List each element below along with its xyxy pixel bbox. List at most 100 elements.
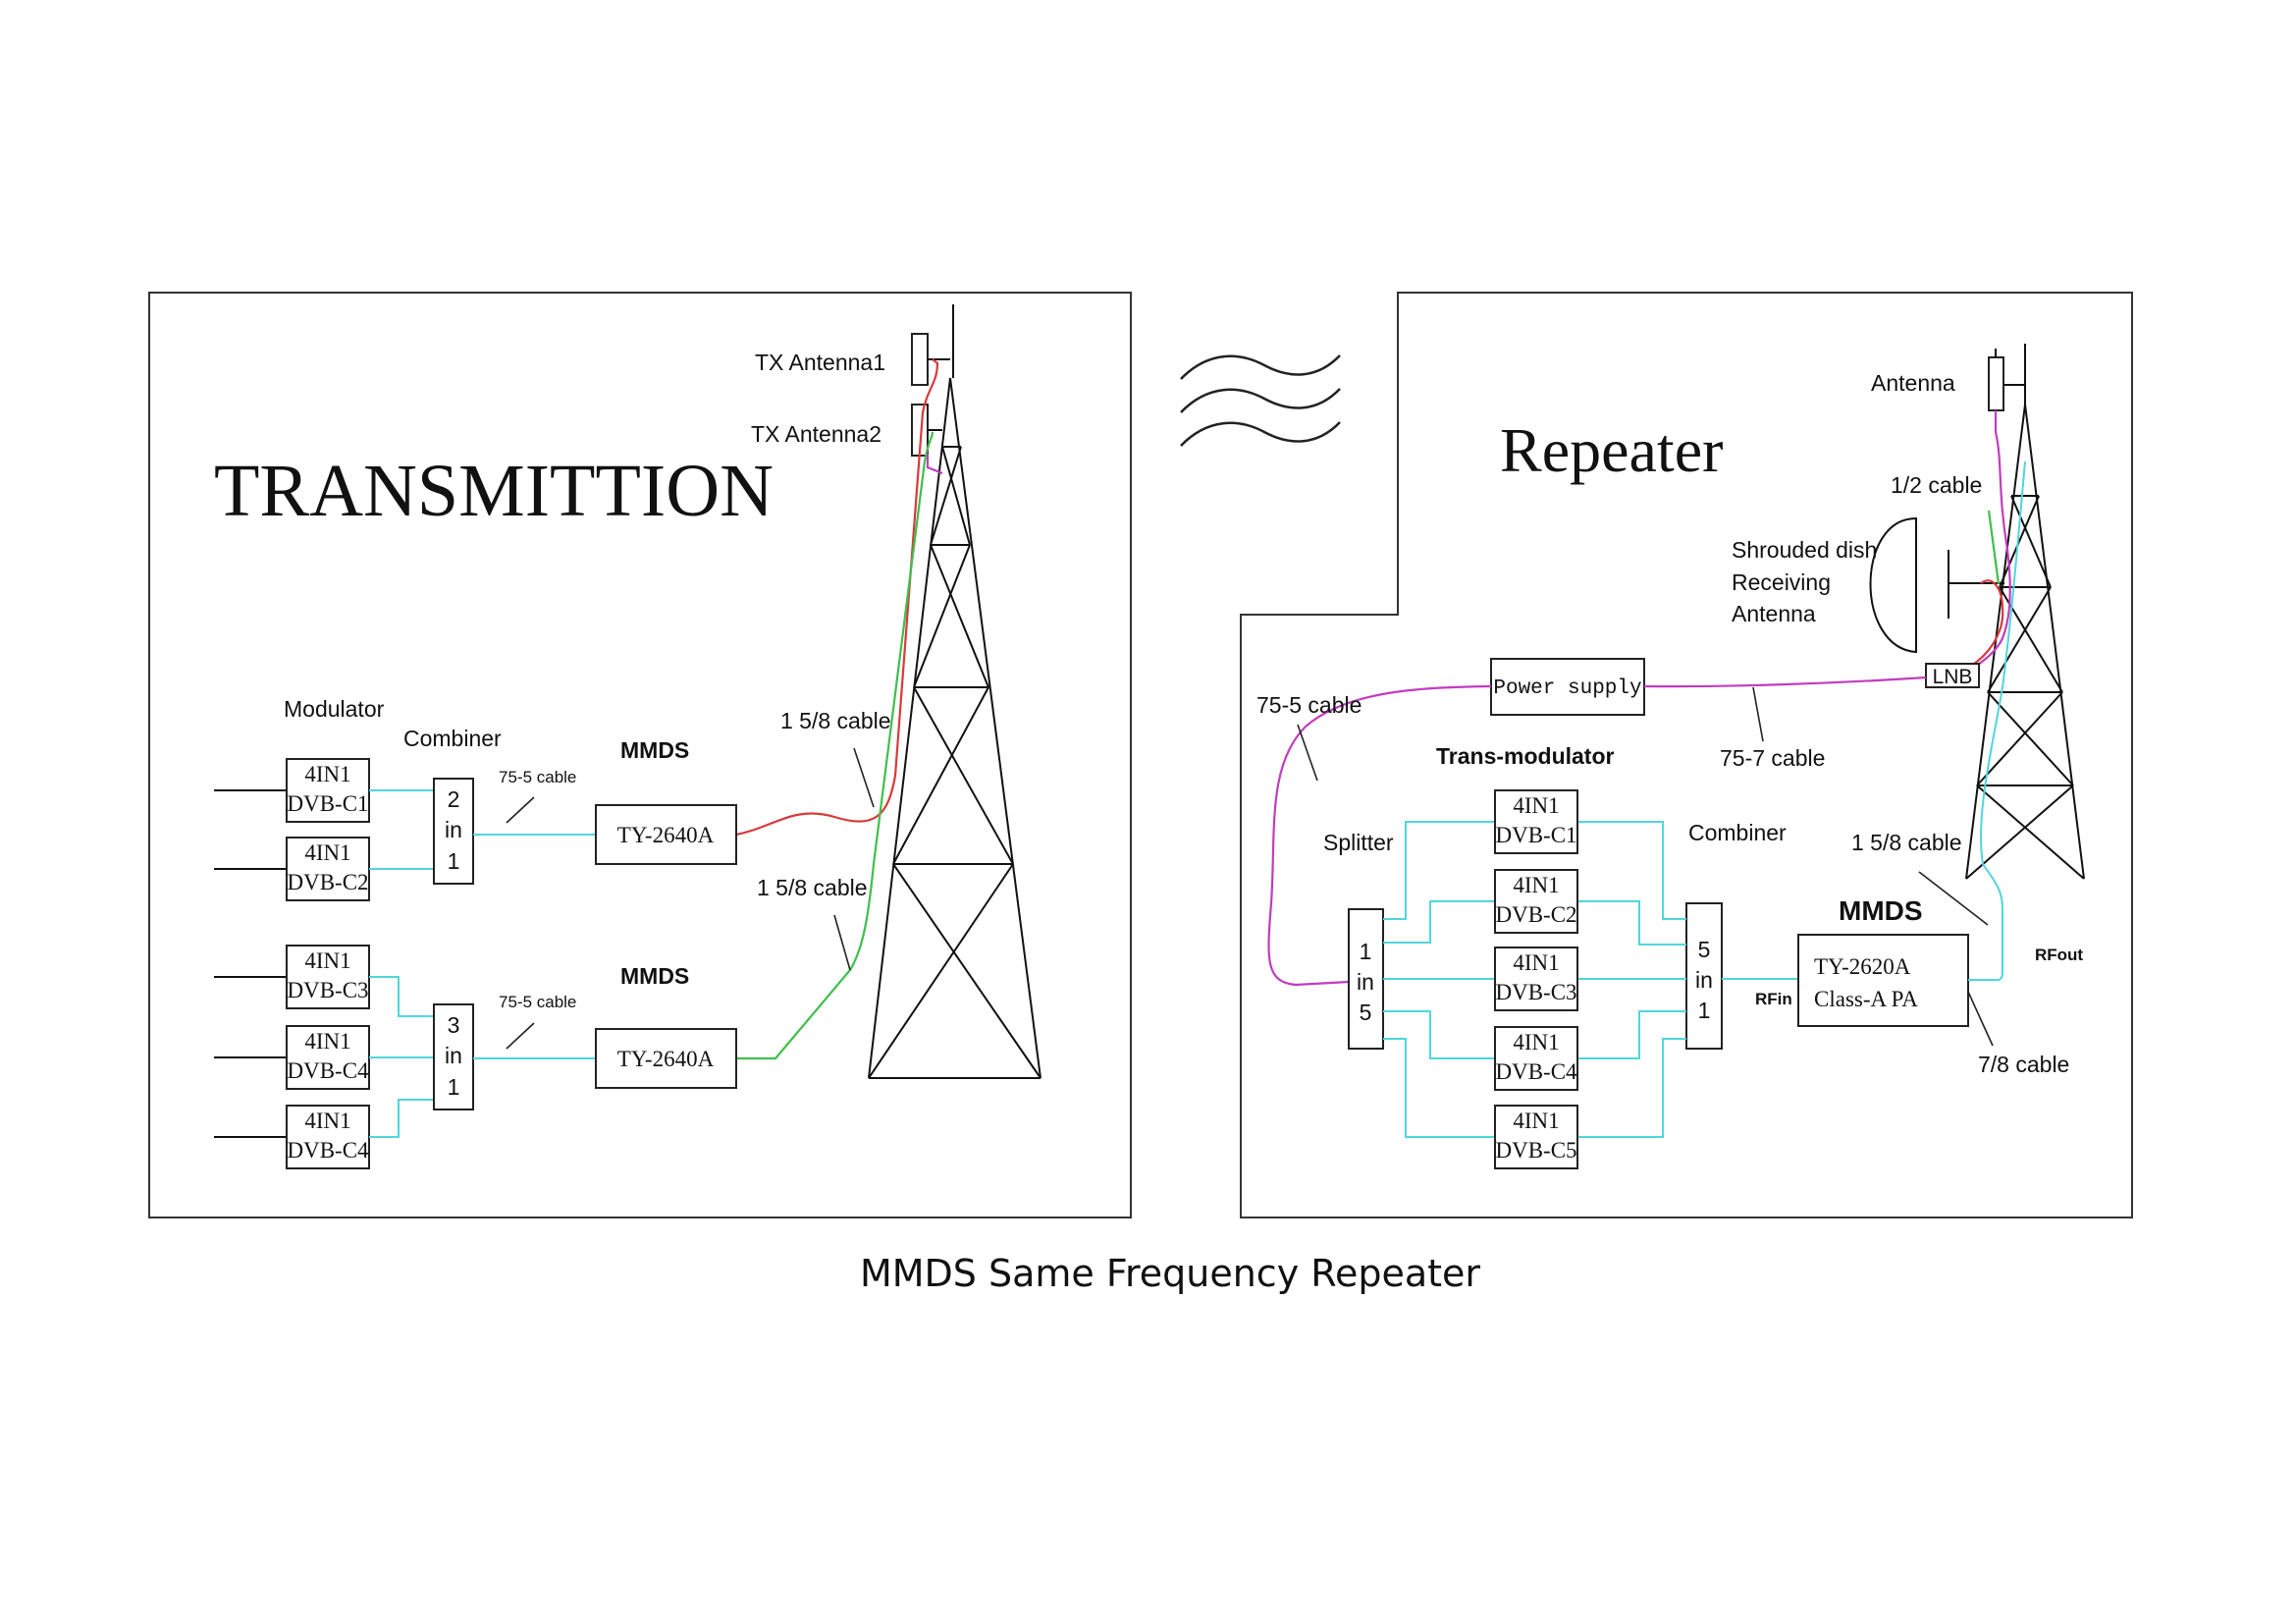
svg-text:2: 2 [448,786,460,812]
lnb-box: LNB [1925,663,1980,688]
svg-text:4IN1: 4IN1 [1513,1030,1559,1055]
svg-text:DVB-C5: DVB-C5 [1495,1138,1576,1163]
svg-text:1: 1 [1360,939,1372,964]
svg-text:DVB-C3: DVB-C3 [287,978,368,1002]
cable-75-5-repeater [1267,684,1492,987]
rfout-label: RFout [2035,946,2083,964]
tx-antenna1-label: TX Antenna1 [755,350,885,375]
svg-text:1: 1 [1698,998,1711,1023]
transmission-panel [148,292,1132,1218]
repeater-feed-red [1967,579,2004,669]
svg-text:DVB-C4: DVB-C4 [287,1058,369,1083]
svg-text:DVB-C4: DVB-C4 [1495,1059,1577,1084]
svg-text:5: 5 [1698,937,1711,962]
cable-75-5-label-b: 75-5 cable [499,993,576,1011]
rfin-label: RFin [1755,990,1792,1008]
dish-label-2: Receiving [1732,569,1831,595]
svg-text:4IN1: 4IN1 [1513,793,1559,818]
cable-75-5-label-a: 75-5 cable [499,768,576,786]
tx-antenna2-label: TX Antenna2 [751,421,881,447]
svg-text:DVB-C1: DVB-C1 [287,791,368,816]
transmission-tower [868,304,1041,1079]
transmodulator-box: 4IN1 DVB-C4 [1494,1026,1578,1091]
svg-text:5: 5 [1360,1000,1372,1025]
transmodulator-box: 4IN1 DVB-C5 [1494,1105,1578,1169]
repeater-antenna-element [1988,356,2004,411]
repeater-mmds-label: MMDS [1839,895,1923,926]
svg-text:4IN1: 4IN1 [304,948,350,973]
svg-text:Power supply: Power supply [1493,677,1641,700]
modulator-label: Modulator [284,696,385,722]
svg-text:4IN1: 4IN1 [1513,950,1559,975]
svg-text:Class-A PA: Class-A PA [1814,987,1918,1011]
transmitter-2: TY-2640A [595,1028,737,1089]
svg-text:LNB: LNB [1933,666,1973,688]
svg-text:in: in [445,1043,462,1068]
svg-text:4IN1: 4IN1 [1513,1109,1559,1133]
svg-text:in: in [1695,967,1713,993]
svg-text:3: 3 [448,1012,460,1038]
shrouded-dish-icon [1869,516,2004,654]
repeater-panel [1240,292,2133,1218]
svg-text:in: in [1357,969,1374,995]
feeder-jumper-magenta [926,454,943,475]
combiner-3in1: 3 in 1 [433,1003,474,1110]
cable-75-7-label: 75-7 cable [1720,745,1825,771]
transmission-title: TRANSMITTION [214,450,774,532]
svg-text:DVB-C2: DVB-C2 [1495,902,1576,927]
svg-text:DVB-C2: DVB-C2 [287,870,368,894]
modulator-box: 4IN1 DVB-C3 [286,945,370,1009]
repeater-feed-cyan [1980,460,2026,982]
svg-text:1: 1 [448,1074,460,1100]
cable-158-label-b: 1 5/8 cable [757,875,868,900]
svg-text:4IN1: 4IN1 [1513,873,1559,897]
transmodulator-box: 4IN1 DVB-C2 [1494,869,1578,934]
svg-text:DVB-C1: DVB-C1 [1495,823,1576,847]
dish-label-3: Antenna [1732,601,1816,626]
svg-text:TY-2620A: TY-2620A [1814,954,1911,979]
tx-antenna1-element [911,333,929,386]
dish-label-1: Shrouded dish [1732,537,1877,563]
svg-text:TY-2640A: TY-2640A [617,1047,715,1071]
svg-text:4IN1: 4IN1 [304,1109,350,1133]
svg-text:in: in [445,817,462,842]
splitter-label: Splitter [1323,830,1394,855]
half-inch-cable-green [1987,510,2001,585]
modulator-box: 4IN1 DVB-C4 [286,1105,370,1169]
svg-text:4IN1: 4IN1 [304,1029,350,1054]
modulator-box: 4IN1 DVB-C2 [286,837,370,901]
svg-text:4IN1: 4IN1 [304,762,350,786]
power-supply-box: Power supply [1490,658,1645,716]
power-amplifier: TY-2620A Class-A PA [1797,934,1969,1027]
repeater-title: Repeater [1500,415,1723,485]
transmodulator-box: 4IN1 DVB-C3 [1494,947,1578,1011]
mmds-label-2: MMDS [620,963,689,989]
cable-75-7 [1643,676,1927,688]
svg-text:1: 1 [448,848,460,874]
transmitter-1: TY-2640A [595,804,737,865]
repeater-combiner-label: Combiner [1688,820,1787,845]
transmodulator-label: Trans-modulator [1436,743,1615,769]
cable-158-label-repeater: 1 5/8 cable [1851,830,1962,855]
mmds-label-1: MMDS [620,737,689,763]
radio-waves-icon [1180,354,1341,447]
modulator-box: 4IN1 DVB-C4 [286,1025,370,1090]
feeder-cable-green [736,431,934,1060]
feeder-cable-red [735,358,939,837]
repeater-tower [1965,344,2085,880]
svg-text:DVB-C4: DVB-C4 [287,1138,369,1163]
transmodulator-box: 4IN1 DVB-C1 [1494,789,1578,854]
cable-158-label-a: 1 5/8 cable [780,708,891,733]
combiner-2in1: 2 in 1 [433,778,474,885]
cable-half-label: 1/2 cable [1891,472,1982,498]
combiner-5in1: 5 in 1 [1685,902,1723,1050]
repeater-antenna-label: Antenna [1871,370,1955,396]
svg-text:TY-2640A: TY-2640A [617,823,715,847]
cable-75-5-label-repeater: 75-5 cable [1256,692,1362,718]
diagram-caption: MMDS Same Frequency Repeater [860,1252,1480,1295]
combiner-label: Combiner [403,726,502,751]
svg-text:4IN1: 4IN1 [304,840,350,865]
repeater-feed-magenta [1962,410,2011,676]
modulator-box: 4IN1 DVB-C1 [286,758,370,823]
